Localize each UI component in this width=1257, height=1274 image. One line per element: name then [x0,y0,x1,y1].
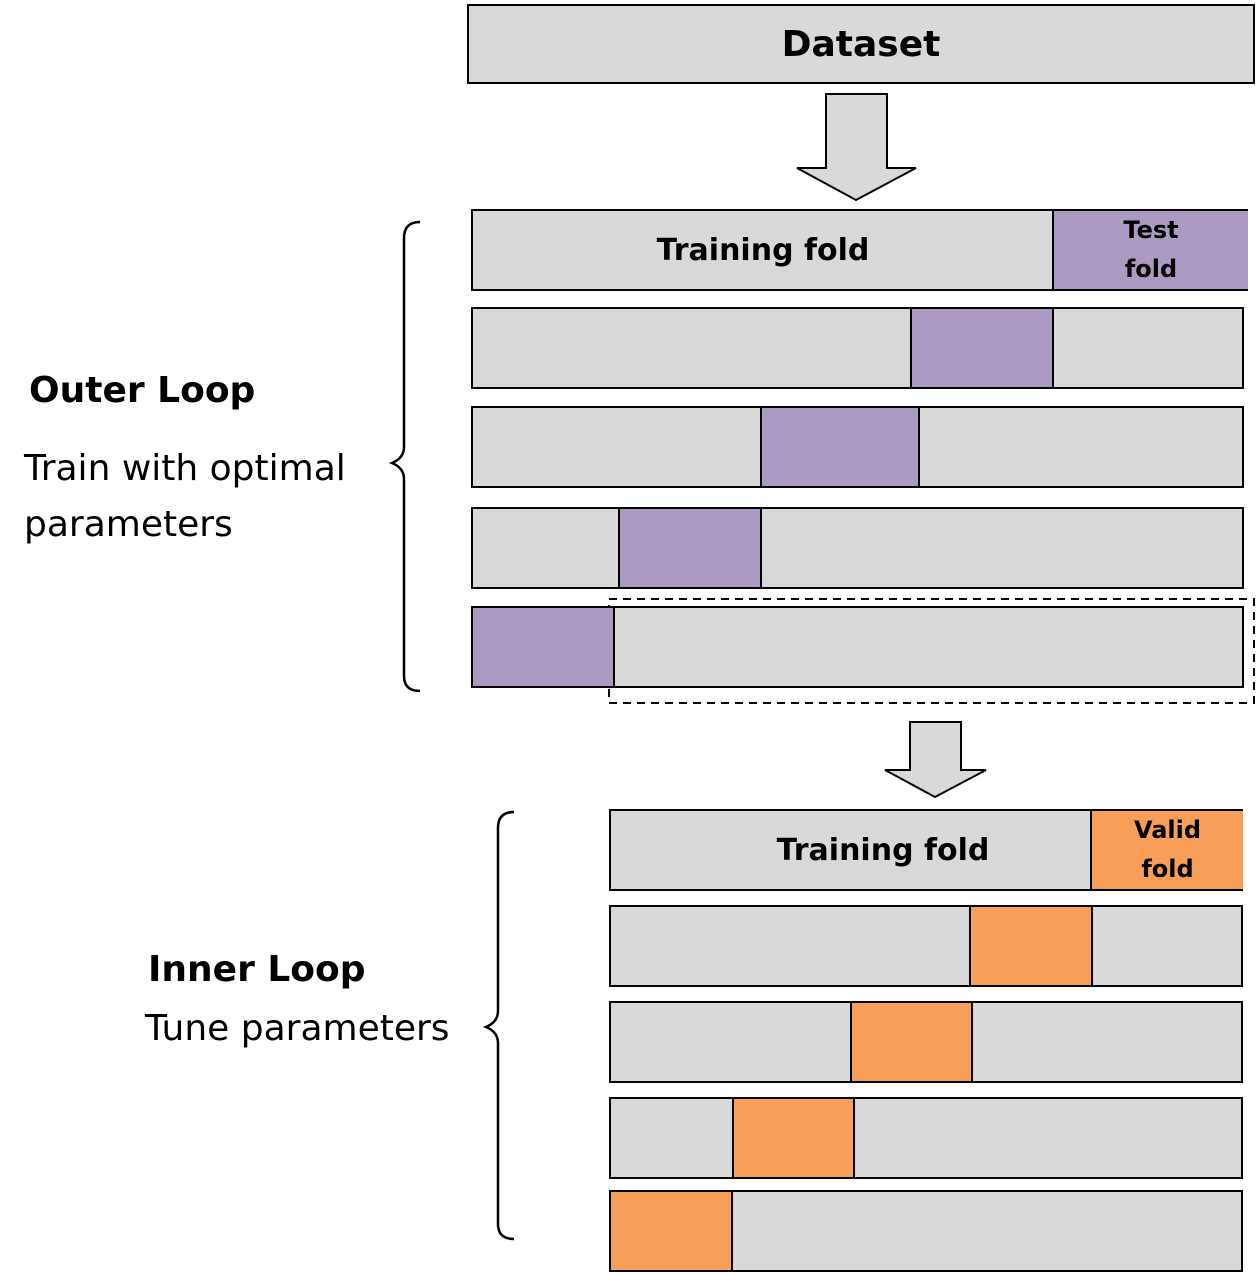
outer-test-fold [760,408,920,486]
outer-test-fold [473,608,615,686]
outer-loop-description-line2: parameters [24,504,233,545]
outer-training-fold-label: Training fold [656,232,870,268]
outer-fold-row-5 [471,606,1244,688]
outer-loop-brace [388,220,421,693]
inner-valid-fold [850,1003,973,1081]
dataset-box: Dataset [467,4,1255,84]
outer-fold-row-1: Training fold Test fold [471,209,1248,291]
inner-fold-row-3 [609,1001,1243,1083]
down-arrow-outer [796,93,917,202]
inner-valid-fold-label-line1: Valid [1133,816,1202,844]
down-arrow-inner [884,721,987,799]
inner-loop-title: Inner Loop [148,949,366,990]
inner-training-fold-label: Training fold [776,832,990,868]
inner-fold-row-1: Training fold Valid fold [609,809,1243,891]
outer-test-fold-label-line2: fold [1124,255,1178,283]
inner-fold-row-2 [609,905,1243,987]
inner-valid-fold-label-line2: fold [1141,855,1194,883]
inner-valid-fold [732,1099,855,1177]
inner-valid-fold: Valid fold [1090,811,1243,889]
outer-test-fold [618,509,762,587]
outer-test-fold: Test fold [1052,211,1248,289]
inner-loop-brace [482,810,515,1241]
outer-loop-description-line1: Train with optimal [24,448,346,489]
inner-loop-description: Tune parameters [145,1008,450,1049]
outer-fold-row-3 [471,406,1244,488]
outer-test-fold [910,309,1054,387]
dataset-label: Dataset [781,23,941,65]
outer-test-fold-label-line1: Test [1123,216,1179,244]
outer-fold-row-4 [471,507,1244,589]
inner-valid-fold [969,907,1093,985]
inner-valid-fold [611,1192,733,1270]
outer-loop-title: Outer Loop [29,370,256,411]
outer-fold-row-2 [471,307,1244,389]
inner-fold-row-4 [609,1097,1243,1179]
inner-fold-row-5 [609,1190,1243,1272]
